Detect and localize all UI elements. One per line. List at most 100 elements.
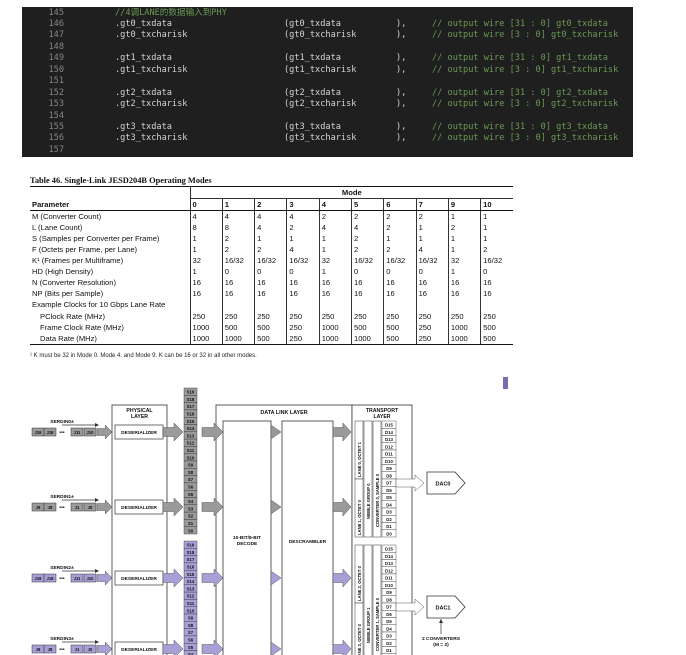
deserializer-label: DESERIALIZER bbox=[121, 647, 157, 653]
s-bit-label: S6 bbox=[188, 485, 194, 490]
table-cell: 500 bbox=[221, 321, 255, 333]
table-cell: 250 bbox=[415, 332, 449, 345]
lane-arrow bbox=[96, 641, 113, 655]
lane-bit-cell bbox=[70, 573, 84, 583]
table-cell: 1 bbox=[447, 233, 481, 245]
line-number: 151 bbox=[48, 76, 64, 87]
table-cell: 1000 bbox=[318, 321, 352, 333]
s-bit-label: S8 bbox=[188, 623, 194, 628]
d-bit-label: D1 bbox=[386, 524, 392, 529]
code-signal: (gt3_txdata bbox=[284, 122, 341, 132]
table-cell: 250 bbox=[447, 310, 481, 322]
d-bit-label: D5 bbox=[386, 619, 392, 624]
table-cell: 16/32 bbox=[350, 255, 384, 267]
s-bit-label: S11 bbox=[187, 448, 195, 453]
table-cell: 1000 bbox=[447, 321, 481, 333]
link-input-arrow bbox=[201, 639, 224, 655]
code-comment: // output wire [31 : 0] gt3_txdata bbox=[432, 122, 608, 132]
dac0 bbox=[426, 471, 466, 495]
d-bit-label: D8 bbox=[386, 597, 392, 602]
table-cell: 1000 bbox=[350, 332, 384, 345]
mode-column-header: 1 bbox=[221, 198, 255, 212]
table-row: Example Clocks for 10 Gbps Lane Rate bbox=[30, 299, 514, 311]
table-cell: 16 bbox=[254, 288, 287, 300]
code-signal: (gt0_txdata bbox=[284, 18, 341, 29]
lane-arrow bbox=[96, 424, 113, 440]
table-cell: 4 bbox=[350, 222, 384, 234]
line-number: 156 bbox=[48, 133, 64, 144]
lane-bit-cell bbox=[43, 573, 57, 583]
table-cell: 4 bbox=[254, 210, 287, 223]
table-cell: 1000 bbox=[189, 321, 223, 333]
d-bit-label: D9 bbox=[386, 590, 392, 595]
code-punct: ), bbox=[396, 122, 407, 132]
code-punct: ), bbox=[396, 133, 407, 144]
s-bit-label: S3 bbox=[188, 506, 194, 511]
link-input-arrow bbox=[201, 568, 224, 588]
table-cell: 250 bbox=[350, 310, 384, 322]
mode-column-header: 6 bbox=[383, 198, 417, 212]
s-bit-label: S10 bbox=[187, 608, 195, 613]
d-bit-label: D6 bbox=[386, 488, 392, 493]
table-cell: 2 bbox=[254, 244, 287, 256]
s-bit-label: S5 bbox=[188, 645, 194, 650]
table-cell: 16 bbox=[447, 277, 481, 289]
table-cell: 1000 bbox=[318, 332, 352, 345]
d-bit-label: D11 bbox=[385, 576, 393, 581]
table-cell: 4 bbox=[254, 222, 287, 234]
d-bit-label: D10 bbox=[385, 459, 393, 464]
table-cell: 250 bbox=[286, 332, 320, 345]
table-cell: 8 bbox=[221, 222, 255, 234]
table-cell: 0 bbox=[286, 266, 320, 278]
table-cell: 16 bbox=[221, 288, 255, 300]
line-number: 148 bbox=[48, 41, 64, 52]
d-bit-cell bbox=[381, 529, 397, 538]
table-cell: 500 bbox=[383, 321, 417, 333]
table-cell: 250 bbox=[286, 310, 320, 322]
s-bit-label: S15 bbox=[187, 419, 195, 424]
mode-header: Mode bbox=[189, 185, 514, 200]
lane-bit-label: J10 bbox=[87, 576, 95, 581]
dac1 bbox=[426, 595, 466, 619]
converter-pointer-head bbox=[439, 619, 443, 623]
table-cell: 8 bbox=[189, 222, 223, 234]
lane-ellipsis: ••• bbox=[59, 647, 65, 653]
d-bit-label: D14 bbox=[385, 430, 393, 435]
line-number: 152 bbox=[48, 87, 64, 98]
table-cell: 16/32 bbox=[480, 255, 514, 267]
lane-bit-cell bbox=[83, 502, 97, 512]
code-line: 151 bbox=[22, 76, 633, 87]
table-cell: 16 bbox=[286, 288, 320, 300]
s-bit-label: S14 bbox=[187, 579, 195, 584]
s-bit-label: S18 bbox=[187, 397, 195, 402]
mode-column-header: 2 bbox=[254, 198, 287, 212]
d-bit-label: D14 bbox=[385, 554, 393, 559]
table-cell: 500 bbox=[383, 332, 417, 345]
lane-bit-cell bbox=[43, 644, 57, 654]
code-comment: // output wire [31 : 0] gt0_txdata bbox=[432, 18, 608, 29]
table-cell: 250 bbox=[254, 310, 287, 322]
table-cell: 16 bbox=[318, 288, 352, 300]
table-cell: 2 bbox=[480, 244, 514, 256]
code-signal: (gt1_txcharisk bbox=[284, 64, 357, 75]
decode-output-arrow bbox=[270, 424, 282, 440]
lane-bit-cell bbox=[43, 427, 57, 437]
mode-column-header: 4 bbox=[318, 198, 352, 212]
serdin-label: SERDIN1± bbox=[50, 494, 74, 500]
lane-bit-label: J19 bbox=[35, 576, 43, 581]
lane-ellipsis: ••• bbox=[59, 430, 65, 436]
line-number: 157 bbox=[48, 144, 64, 155]
s-bit-cell bbox=[183, 650, 198, 655]
code-line: 156.gt3_txcharisk(gt3_txcharisk),// outp… bbox=[22, 133, 633, 144]
decode-box bbox=[222, 420, 272, 655]
mode-column-header: 0 bbox=[189, 198, 223, 212]
s-bit-label: S4 bbox=[188, 652, 194, 655]
octet-label: LANE 0, OCTET 1 bbox=[357, 441, 362, 477]
data-link-layer-label: DATA LINK LAYER bbox=[260, 410, 307, 416]
line-number: 154 bbox=[48, 110, 64, 121]
code-comment: // output wire [31 : 0] gt1_txdata bbox=[432, 53, 608, 64]
